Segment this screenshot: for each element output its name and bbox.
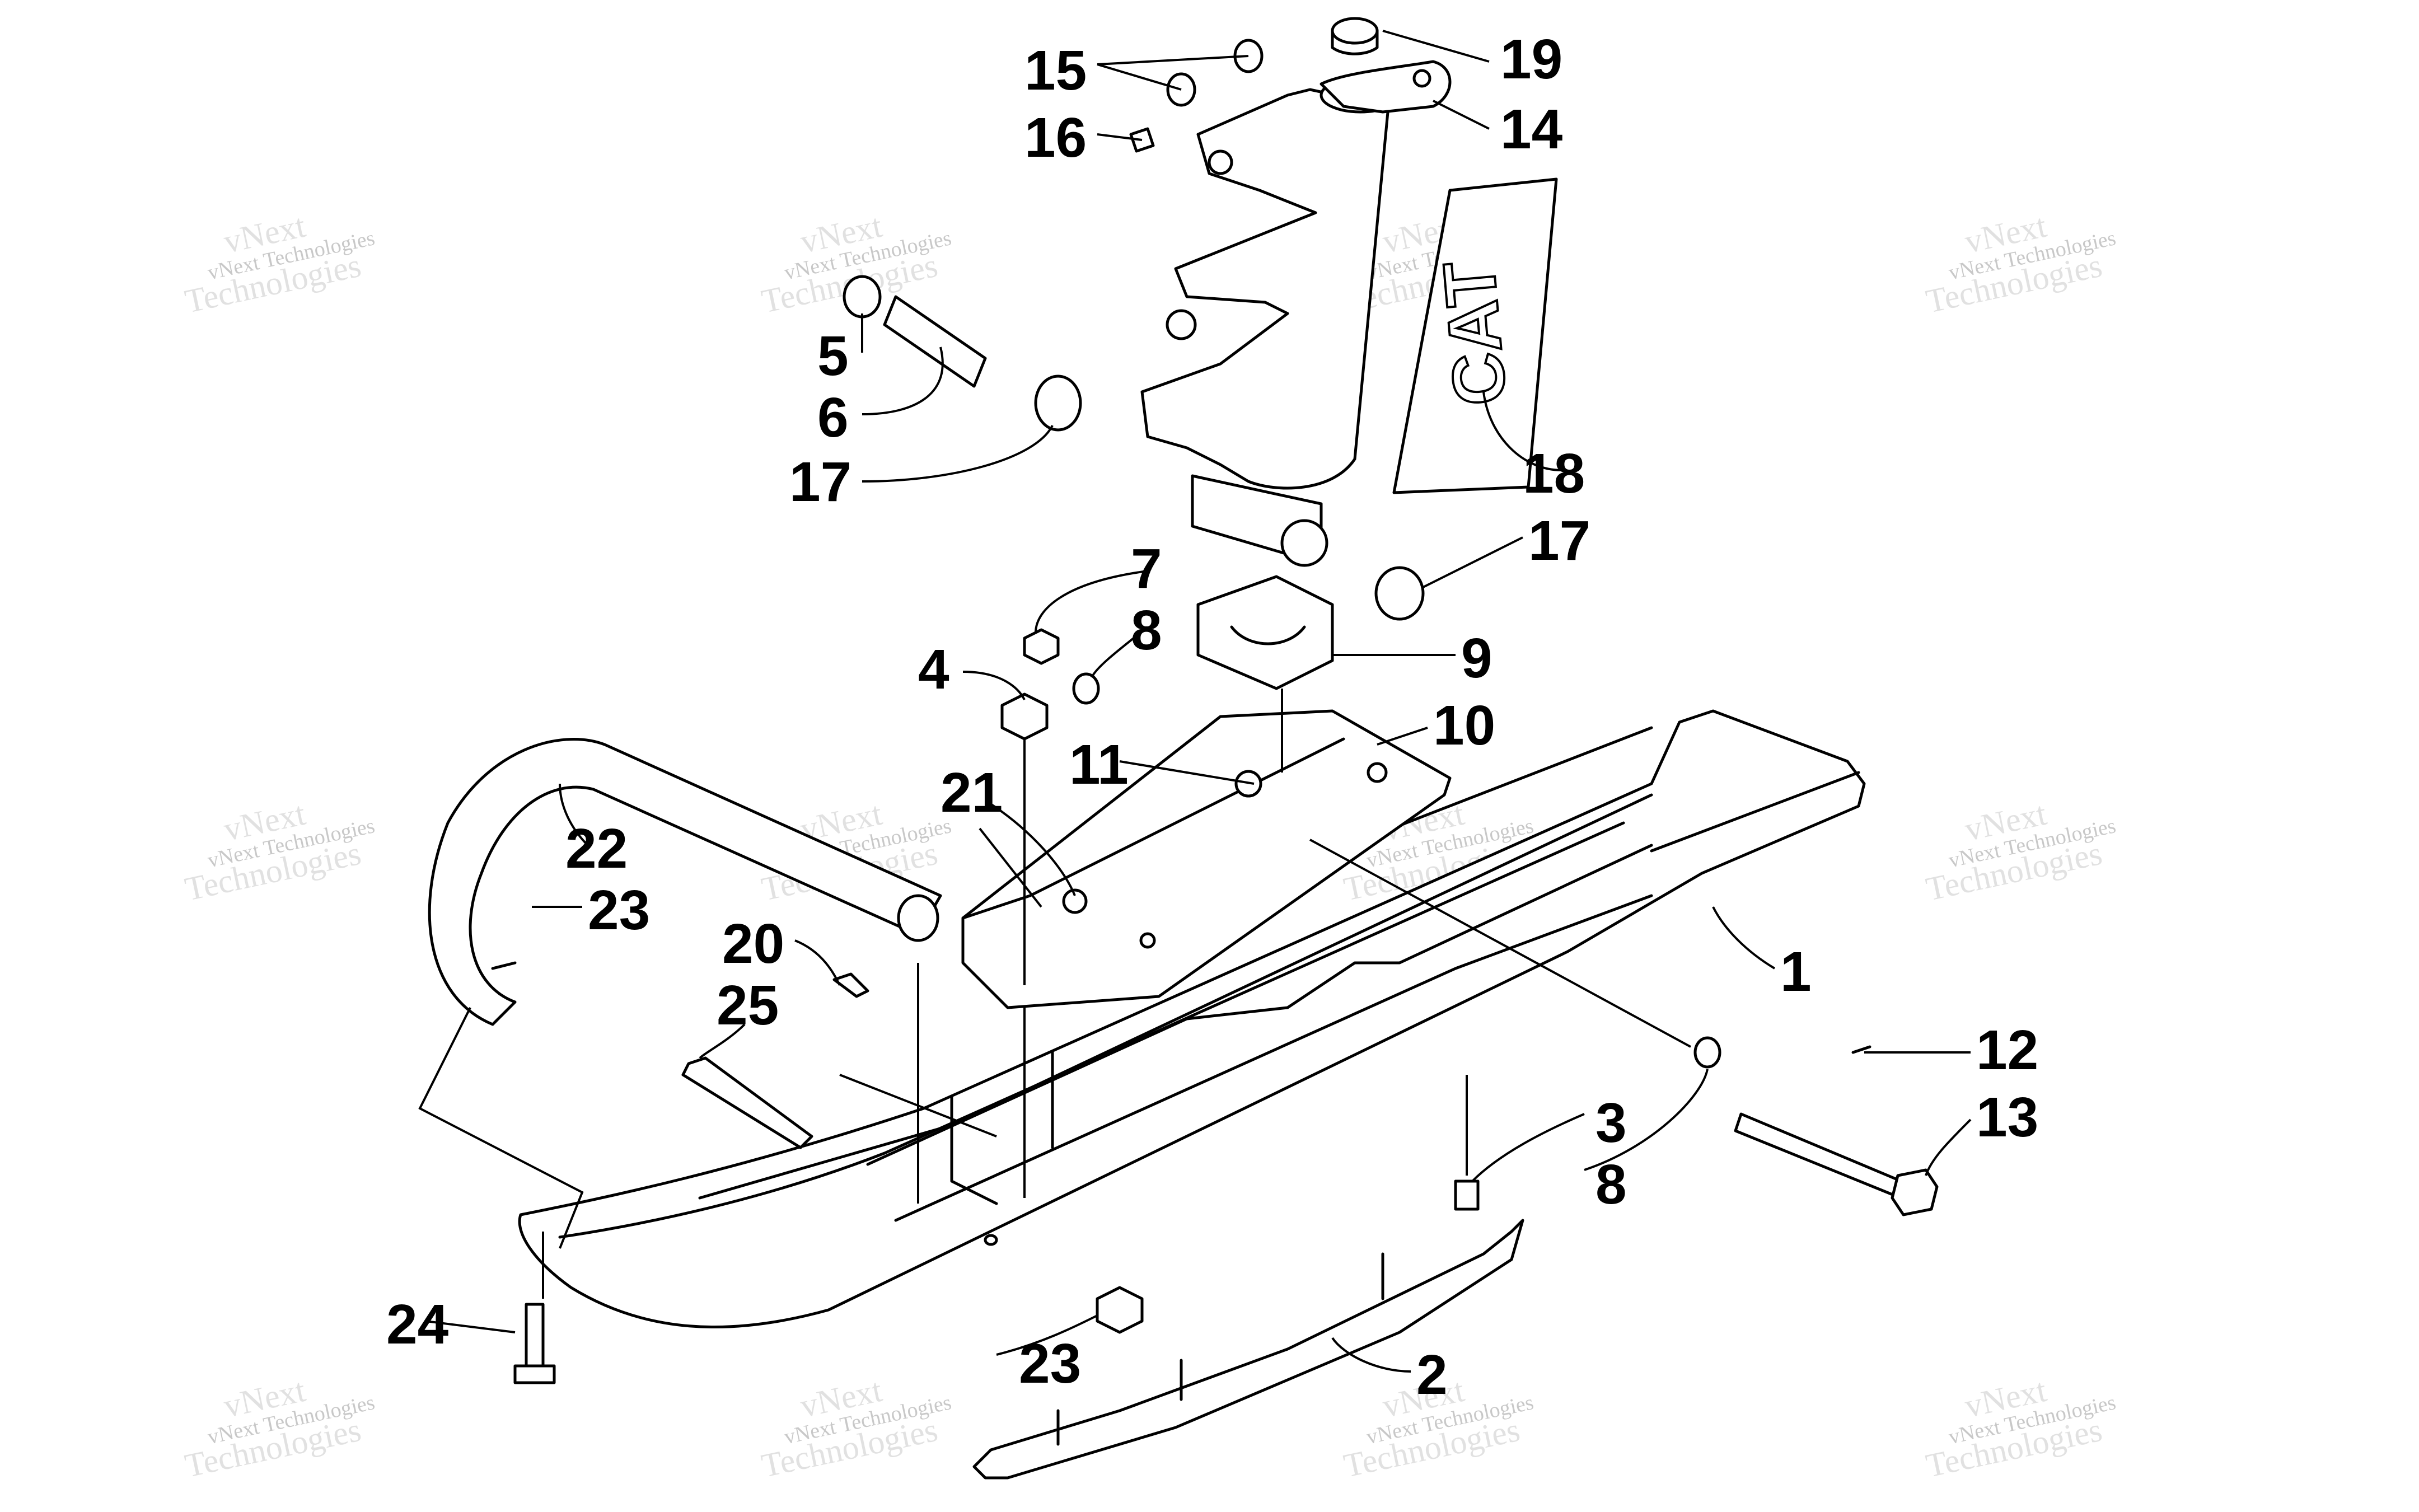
bushing-17-part (1374, 566, 1425, 621)
callout-7: 7 (1131, 537, 1162, 600)
nut-7-part (1000, 628, 1100, 741)
callout-16: 16 (1024, 106, 1087, 169)
washer-15-part (1129, 39, 1264, 153)
bolt-25-part (681, 972, 869, 1149)
callout-14: 14 (1500, 98, 1563, 161)
ski-body-part (518, 709, 1866, 1329)
watermark: vNext vNext Technologies Technologies (1923, 795, 2118, 908)
callout-labels: 15 16 19 14 5 6 17 18 17 7 8 9 4 10 11 2… (386, 28, 2038, 1406)
watermark: vNext vNext Technologies Technologies (182, 207, 377, 320)
pad-9-part (1196, 575, 1334, 690)
callout-18: 18 (1523, 442, 1585, 505)
callout-1: 1 (1780, 940, 1812, 1003)
callout-8-lower: 8 (1595, 1153, 1627, 1216)
bolt-13-part (1693, 1036, 1939, 1216)
callout-17-upper: 17 (789, 451, 851, 513)
callout-23-lower: 23 (1019, 1332, 1081, 1395)
top-cap-part (1331, 17, 1379, 55)
saddle-bracket-part (961, 709, 1452, 1009)
callout-10: 10 (1433, 694, 1495, 757)
callout-24: 24 (386, 1293, 449, 1356)
callout-11: 11 (1069, 733, 1129, 796)
leader-lines (418, 30, 1972, 1373)
steering-arm-part (1320, 60, 1452, 114)
callout-12: 12 (1976, 1019, 2038, 1082)
watermark: vNext vNext Technologies Technologies (1923, 1371, 2118, 1485)
callout-6: 6 (817, 386, 849, 449)
callout-17-right: 17 (1528, 509, 1590, 572)
callout-5: 5 (817, 325, 849, 387)
callout-8-upper: 8 (1131, 599, 1162, 662)
svg-text:CAT: CAT (1428, 258, 1522, 409)
callout-3: 3 (1595, 1092, 1627, 1154)
callout-13: 13 (1976, 1086, 2038, 1149)
watermark: vNext vNext Technologies Technologies (182, 795, 377, 908)
callout-15: 15 (1024, 39, 1087, 102)
callout-20: 20 (722, 912, 784, 975)
nut-23-part (1096, 1286, 1144, 1334)
ski-handle-loop-part (428, 738, 942, 1026)
callout-2: 2 (1416, 1344, 1448, 1406)
callout-21: 21 (941, 761, 1003, 824)
ski-runner-part (972, 1179, 1524, 1480)
decal-part: CAT (1392, 177, 1558, 494)
callout-23-upper: 23 (588, 879, 650, 942)
watermark: vNext vNext Technologies Technologies (1923, 207, 2118, 320)
shaft-6-part (843, 275, 1082, 432)
callout-9: 9 (1461, 627, 1492, 690)
watermark: vNext vNext Technologies Technologies (759, 1371, 954, 1485)
callout-25: 25 (717, 974, 779, 1037)
bolt-24-part (513, 1303, 556, 1384)
callout-22: 22 (565, 817, 628, 880)
callout-19: 19 (1500, 28, 1562, 91)
spindle-part (1140, 77, 1401, 567)
watermark: vNext vNext Technologies Technologies (182, 1371, 377, 1485)
callout-4: 4 (918, 638, 949, 701)
